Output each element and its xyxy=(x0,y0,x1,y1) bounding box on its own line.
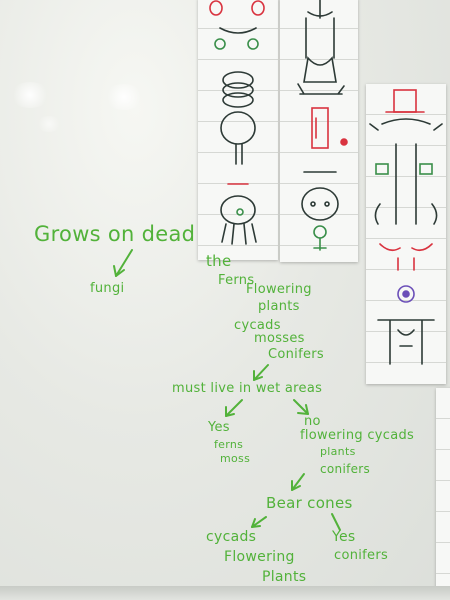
arrow-to-must-live xyxy=(253,364,269,381)
folded-drawing-paper-2 xyxy=(280,0,358,262)
arrow-to-yes xyxy=(225,399,243,417)
cones-no-item: Flowering xyxy=(224,549,295,565)
ceiling-light-reflection xyxy=(10,82,50,108)
cones-yes-label: Yes xyxy=(332,529,356,545)
cones-yes-item: conifers xyxy=(334,548,389,563)
no-label: no xyxy=(304,414,321,429)
partial-the-label: the xyxy=(206,252,232,270)
no-item: flowering cycads xyxy=(300,428,415,443)
folded-drawing-paper-1 xyxy=(198,0,278,260)
arrow-to-cones-yes xyxy=(331,513,341,531)
arrow-to-bear-cones xyxy=(291,473,305,491)
yes-label: Yes xyxy=(208,420,230,435)
yes-item: moss xyxy=(220,452,251,465)
plant-list-item: plants xyxy=(258,299,300,314)
no-item: conifers xyxy=(320,462,371,476)
creature-drawing-2 xyxy=(297,0,348,251)
whiteboard-ledge xyxy=(0,586,450,600)
question-bear-cones: Bear cones xyxy=(266,494,353,512)
no-item: plants xyxy=(320,445,356,458)
plant-list-item: cycads xyxy=(234,318,281,333)
ceiling-light-reflection xyxy=(36,116,62,132)
arrow-to-cycads xyxy=(251,516,267,528)
arrow-to-no xyxy=(293,399,309,415)
creature-drawing-3 xyxy=(369,89,443,365)
cones-no-item: cycads xyxy=(206,529,257,545)
ceiling-light-reflection xyxy=(104,84,144,110)
yes-item: ferns xyxy=(214,438,244,451)
creature-drawing-1 xyxy=(209,0,265,245)
folded-drawing-paper-4-edge xyxy=(436,388,450,600)
plant-list-item: Conifers xyxy=(268,347,324,362)
plant-list-item: Flowering xyxy=(246,282,312,297)
plant-list-item: mosses xyxy=(254,331,305,346)
cones-no-item: Plants xyxy=(262,569,307,585)
fungi-label: fungi xyxy=(90,281,125,296)
arrow-to-fungi xyxy=(113,249,133,277)
folded-drawing-paper-3 xyxy=(366,84,446,384)
plant-list-item: Ferns xyxy=(218,273,255,288)
question-wet-areas: must live in wet areas xyxy=(172,381,323,396)
grows-on-dead-label: Grows on dead xyxy=(34,222,196,246)
